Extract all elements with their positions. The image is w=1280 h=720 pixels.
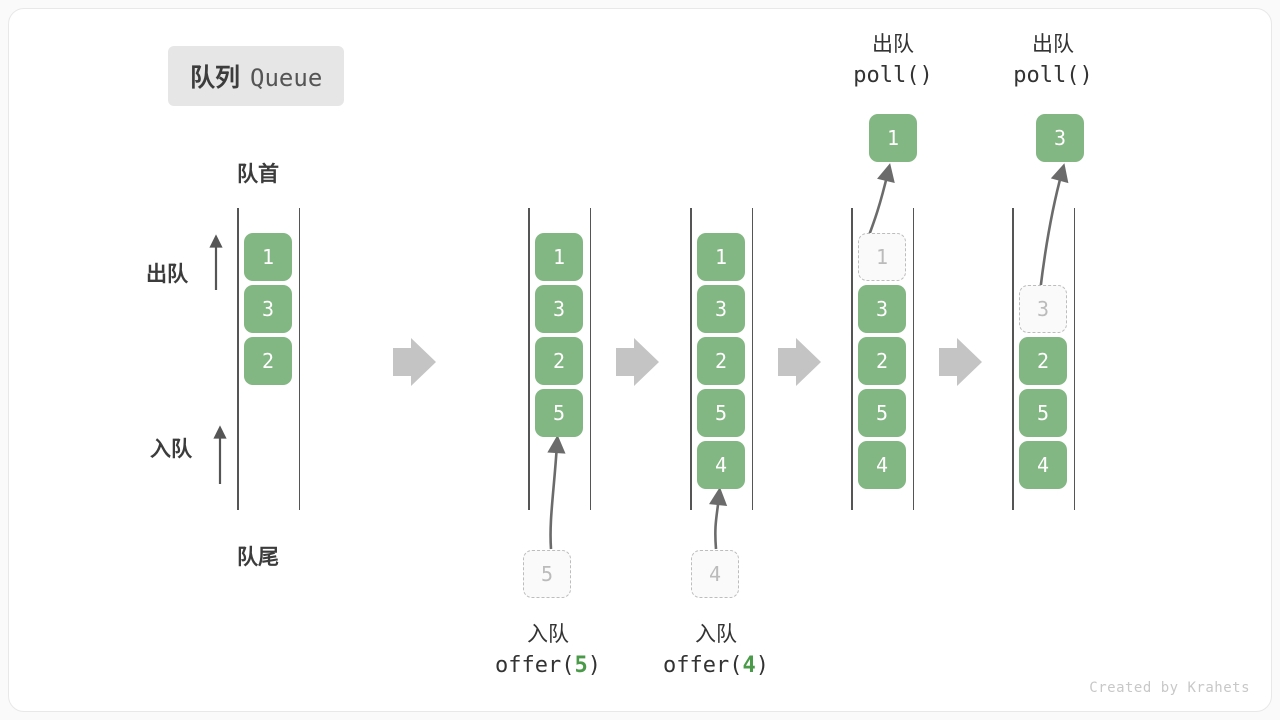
- credit-text: Created by Krahets: [1089, 680, 1250, 696]
- rail-left: [237, 208, 239, 510]
- queue-slot: 5: [1019, 389, 1067, 437]
- queue-head-label: 队首: [237, 163, 279, 186]
- offer-4-label: 入队 offer(4): [616, 620, 816, 682]
- diagram-card: [8, 8, 1272, 712]
- dequeue-side-label: 出队: [146, 263, 188, 286]
- queue-slot: 3: [858, 285, 906, 333]
- queue-slot: 2: [244, 337, 292, 385]
- queue-column-after-offer-5: 1 3 2 5: [528, 208, 591, 510]
- incoming-ghost-box: 4: [691, 550, 739, 598]
- poll-2-code: poll(): [1013, 63, 1093, 89]
- outgoing-box: 3: [1036, 114, 1084, 162]
- poll-1-cn: 出队: [872, 33, 914, 56]
- queue-slot: 1: [244, 233, 292, 281]
- enqueue-side-label: 入队: [150, 438, 192, 461]
- queue-slot-removed: 3: [1019, 285, 1067, 333]
- queue-slot: 5: [858, 389, 906, 437]
- queue-slot: 4: [858, 441, 906, 489]
- rail-left: [1012, 208, 1014, 510]
- queue-column-initial: 1 3 2: [237, 208, 300, 510]
- title-badge: 队列 Queue: [168, 46, 345, 106]
- poll-2-cn: 出队: [1032, 33, 1074, 56]
- incoming-ghost-box: 5: [523, 550, 571, 598]
- queue-slot: 4: [1019, 441, 1067, 489]
- outgoing-box: 1: [869, 114, 917, 162]
- offer-5-cn: 入队: [527, 623, 569, 646]
- rail-left: [528, 208, 530, 510]
- rail-right: [298, 208, 300, 510]
- title-cn: 队列: [190, 64, 241, 92]
- queue-tail-label: 队尾: [237, 546, 279, 569]
- queue-slot: 2: [535, 337, 583, 385]
- queue-slot: 1: [535, 233, 583, 281]
- poll-1-code: poll(): [853, 63, 933, 89]
- queue-slot: 5: [697, 389, 745, 437]
- offer-5-code: offer(5): [495, 653, 601, 679]
- rail-left: [851, 208, 853, 510]
- poll-2-label: 出队 poll(): [953, 30, 1153, 92]
- offer-5-label: 入队 offer(5): [448, 620, 648, 682]
- queue-column-after-poll-3: 3 2 5 4: [1012, 208, 1075, 510]
- rail-right: [589, 208, 591, 510]
- queue-slot: 2: [697, 337, 745, 385]
- rail-right: [912, 208, 914, 510]
- queue-slot: 4: [697, 441, 745, 489]
- title-en: Queue: [250, 64, 323, 92]
- offer-4-code: offer(4): [663, 653, 769, 679]
- queue-slot: 2: [1019, 337, 1067, 385]
- queue-slot: 3: [697, 285, 745, 333]
- queue-slot: 5: [535, 389, 583, 437]
- poll-1-label: 出队 poll(): [793, 30, 993, 92]
- queue-slot: 3: [535, 285, 583, 333]
- queue-slot: 1: [697, 233, 745, 281]
- queue-slot: 3: [244, 285, 292, 333]
- rail-left: [690, 208, 692, 510]
- queue-column-after-poll-1: 1 3 2 5 4: [851, 208, 914, 510]
- rail-right: [1073, 208, 1075, 510]
- rail-right: [751, 208, 753, 510]
- offer-4-cn: 入队: [695, 623, 737, 646]
- queue-slot: 2: [858, 337, 906, 385]
- queue-column-after-offer-4: 1 3 2 5 4: [690, 208, 753, 510]
- queue-slot-removed: 1: [858, 233, 906, 281]
